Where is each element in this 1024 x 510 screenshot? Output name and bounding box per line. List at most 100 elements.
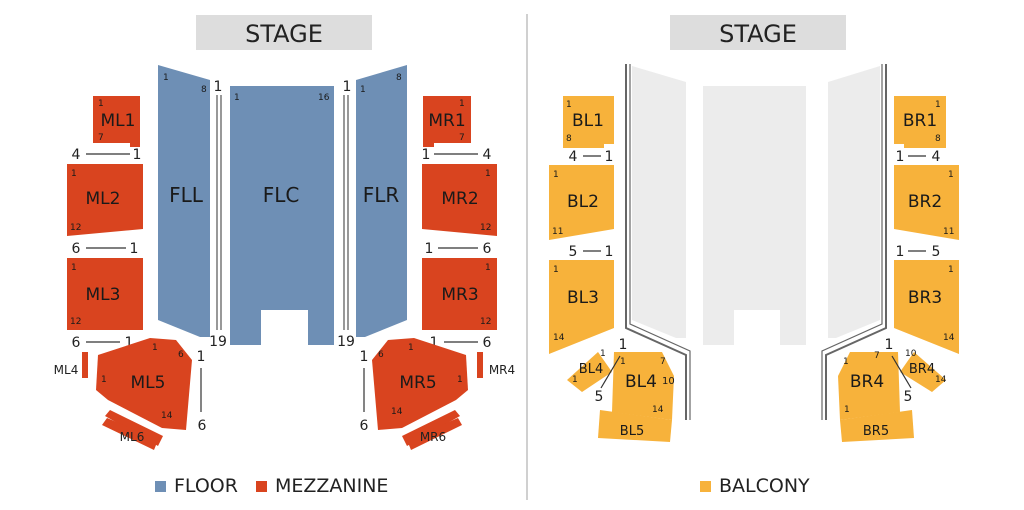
mezz-side-marker-right: 1 6 <box>360 349 369 434</box>
mr3-seat-b: 12 <box>480 317 491 327</box>
balcony-section-bl4[interactable]: BL4 1 7 10 14 <box>612 352 675 420</box>
br5-label: BR5 <box>863 424 889 439</box>
bl4-seat-a: 1 <box>620 357 626 367</box>
stage-right-label: STAGE <box>719 20 797 48</box>
ml4-label: ML4 <box>54 363 79 377</box>
mezz-side-marker-left: 1 6 <box>197 349 207 434</box>
balcony-section-bl2[interactable]: BL2 1 11 <box>549 165 614 240</box>
flr-seat-last: 8 <box>396 73 402 83</box>
svg-text:1: 1 <box>130 241 139 257</box>
flc-seat-first: 1 <box>234 93 240 103</box>
balcony-section-br1[interactable]: BR1 1 8 <box>894 96 946 148</box>
mezz-section-ml4[interactable]: ML4 <box>54 352 88 378</box>
bl5-label: BL5 <box>620 424 644 439</box>
mezz-section-mr2[interactable]: MR2 1 12 <box>422 164 497 236</box>
balcony-view-floor-left <box>632 66 686 338</box>
mezz-row-markers-right: 1 4 1 6 1 6 <box>422 147 492 351</box>
svg-text:1: 1 <box>605 244 614 260</box>
balcony-swatch <box>700 480 711 492</box>
balcony-side-marker-left: 1 5 <box>595 337 628 405</box>
br1-seat-a: 1 <box>935 100 941 110</box>
mezz-section-mr6[interactable]: MR6 <box>402 410 462 450</box>
mr1-label: MR1 <box>428 111 465 131</box>
br3-seat-a: 1 <box>948 265 954 275</box>
mezz-section-ml2[interactable]: ML2 1 12 <box>67 164 143 236</box>
mezz-section-ml5[interactable]: ML5 1 6 1 14 <box>96 338 192 430</box>
br1-label: BR1 <box>903 111 937 131</box>
ml1-seat-a: 1 <box>98 99 104 109</box>
balcony-section-bl4-small[interactable]: BL4 1 1 <box>567 349 612 392</box>
stage-right <box>670 15 846 50</box>
balcony-section-bl5[interactable]: BL5 <box>598 410 672 442</box>
balcony-section-br4[interactable]: BR4 1 7 1 <box>838 351 900 420</box>
mezz-section-ml3[interactable]: ML3 1 12 <box>67 258 143 330</box>
bl1-seat-b: 8 <box>566 134 572 144</box>
legend-mezzanine: MEZZANINE <box>255 475 389 497</box>
floor-section-flr[interactable]: FLR 1 8 <box>356 65 407 337</box>
bl1-label: BL1 <box>572 111 604 131</box>
mezz-section-ml1[interactable]: ML1 1 7 <box>93 96 140 147</box>
legend-floor: FLOOR <box>155 475 238 497</box>
bl4-label: BL4 <box>625 372 657 392</box>
mezz-section-ml6[interactable]: ML6 <box>102 410 163 450</box>
balcony-view-floor-center <box>703 86 806 345</box>
balcony-section-br5[interactable]: BR5 <box>840 410 914 442</box>
stage-left-label: STAGE <box>245 20 323 48</box>
balcony-section-bl1[interactable]: BL1 1 8 <box>563 96 614 148</box>
ml3-seat-b: 12 <box>70 317 81 327</box>
mezz-section-mr4[interactable]: MR4 <box>477 352 515 378</box>
balcony-row-markers-left: 4 1 5 1 <box>569 149 614 260</box>
bl2-seat-a: 1 <box>553 170 559 180</box>
svg-text:6: 6 <box>360 418 369 434</box>
legend-right: BALCONY <box>700 474 828 498</box>
mezz-section-mr5[interactable]: MR5 6 1 1 14 <box>372 338 468 430</box>
mr3-seat-a: 1 <box>485 263 491 273</box>
br4-seat-a: 1 <box>843 357 849 367</box>
svg-text:6: 6 <box>72 241 81 257</box>
mezz-row-markers-left: 4 1 6 1 6 1 <box>72 147 142 351</box>
ml5-seat-c: 1 <box>101 375 107 385</box>
svg-text:1: 1 <box>125 335 134 351</box>
br3-label: BR3 <box>908 288 942 308</box>
balcony-section-br3[interactable]: BR3 1 14 <box>894 260 959 354</box>
svg-text:4: 4 <box>72 147 81 163</box>
legend-balcony: BALCONY <box>700 475 810 497</box>
legend-mezzanine-label: MEZZANINE <box>274 475 389 497</box>
balcony-section-br2[interactable]: BR2 1 11 <box>894 165 959 240</box>
svg-text:6: 6 <box>483 241 492 257</box>
ml5-label: ML5 <box>131 373 166 393</box>
balcony-section-br4-small[interactable]: BR4 10 14 <box>900 349 947 392</box>
bl2-seat-b: 11 <box>552 227 563 237</box>
svg-text:5: 5 <box>904 389 913 405</box>
br4-label: BR4 <box>850 372 884 392</box>
svg-text:4: 4 <box>569 149 578 165</box>
floor-section-flc[interactable]: FLC 1 16 <box>230 86 334 345</box>
ml2-label: ML2 <box>86 189 121 209</box>
ml2-seat-b: 12 <box>70 223 81 233</box>
balcony-side-marker-right: 1 5 <box>885 337 913 405</box>
ml5-seat-d: 14 <box>161 411 173 421</box>
br2-label: BR2 <box>908 192 942 212</box>
mr5-seat-d: 14 <box>391 407 403 417</box>
bl3-seat-a: 1 <box>553 265 559 275</box>
balcony-rail-right-inner <box>821 64 883 420</box>
svg-text:1: 1 <box>885 337 894 353</box>
ml2-seat-a: 1 <box>71 169 77 179</box>
svg-text:4: 4 <box>932 149 941 165</box>
floor-section-fll[interactable]: FLL 1 8 <box>158 65 210 337</box>
balcony-rail-left-inner <box>629 64 691 420</box>
balcony-section-bl3[interactable]: BL3 1 14 <box>549 260 614 354</box>
mr2-seat-b: 12 <box>480 223 491 233</box>
ml3-seat-a: 1 <box>71 263 77 273</box>
fll-seat-last: 8 <box>201 85 207 95</box>
mezz-section-mr1[interactable]: MR1 1 7 <box>423 96 471 147</box>
mezz-section-mr3[interactable]: MR3 1 12 <box>422 258 497 330</box>
svg-text:1: 1 <box>619 337 628 353</box>
fll-label: FLL <box>169 183 204 207</box>
br4-seat-b: 7 <box>874 351 880 361</box>
flr-seat-first: 1 <box>360 85 366 95</box>
flc-seat-last: 16 <box>318 93 330 103</box>
ml1-seat-b: 7 <box>98 133 104 143</box>
floor-row-front-right: 1 <box>343 79 352 95</box>
